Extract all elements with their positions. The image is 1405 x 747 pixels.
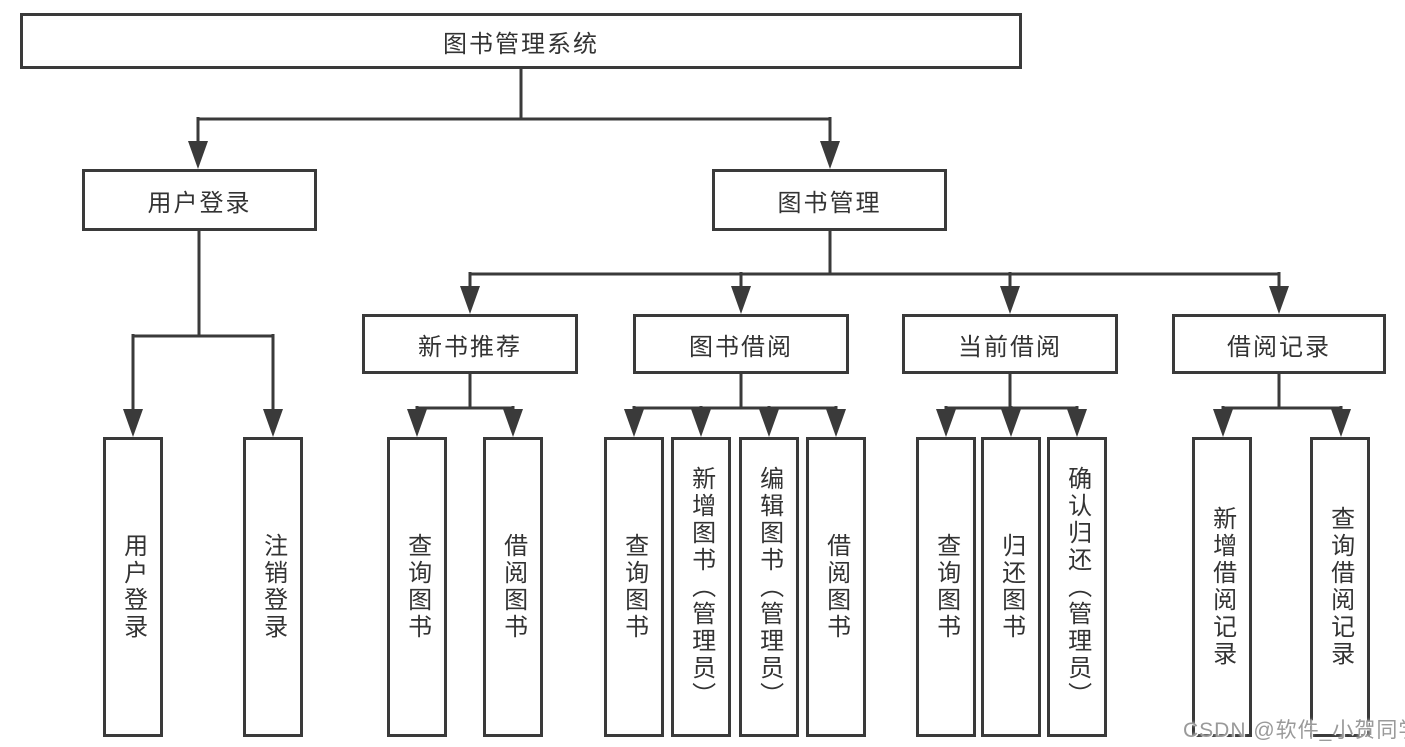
connector-user-login-to-leaves [123,231,283,437]
node-new-book-recommendation: 新书推荐 [362,314,578,374]
connector-current-borrow-to-leaves [936,374,1087,437]
leaf-return-books: 归还图书 [981,437,1041,737]
leaf-query-books-recommend: 查询图书 [387,437,447,737]
leaf-query-books-borrow: 查询图书 [604,437,664,737]
connector-root-to-level2 [188,69,840,169]
leaf-edit-books-admin: 编辑图书（管理员） [739,437,799,737]
node-root-library-system: 图书管理系统 [20,13,1022,69]
node-current-borrowing: 当前借阅 [902,314,1118,374]
node-user-login: 用户登录 [82,169,317,231]
node-borrowing-records: 借阅记录 [1172,314,1386,374]
connector-borrow-record-to-leaves [1213,374,1351,437]
leaf-borrow-books: 借阅图书 [806,437,866,737]
leaf-query-books-current: 查询图书 [916,437,976,737]
leaf-confirm-return-admin: 确认归还（管理员） [1047,437,1107,737]
csdn-watermark: CSDN @软件_小贺同学 [1183,719,1405,742]
node-book-management: 图书管理 [712,169,947,231]
leaf-add-borrow-record: 新增借阅记录 [1192,437,1252,737]
node-book-borrowing: 图书借阅 [633,314,849,374]
connector-new-book-to-leaves [407,374,523,437]
leaf-user-login: 用户登录 [103,437,163,737]
leaf-query-borrow-record: 查询借阅记录 [1310,437,1370,737]
leaf-logout: 注销登录 [243,437,303,737]
connector-book-mgmt-to-level3 [460,231,1289,314]
leaf-add-books-admin: 新增图书（管理员） [671,437,731,737]
leaf-borrow-books-recommend: 借阅图书 [483,437,543,737]
connector-book-borrow-to-leaves [624,374,846,437]
